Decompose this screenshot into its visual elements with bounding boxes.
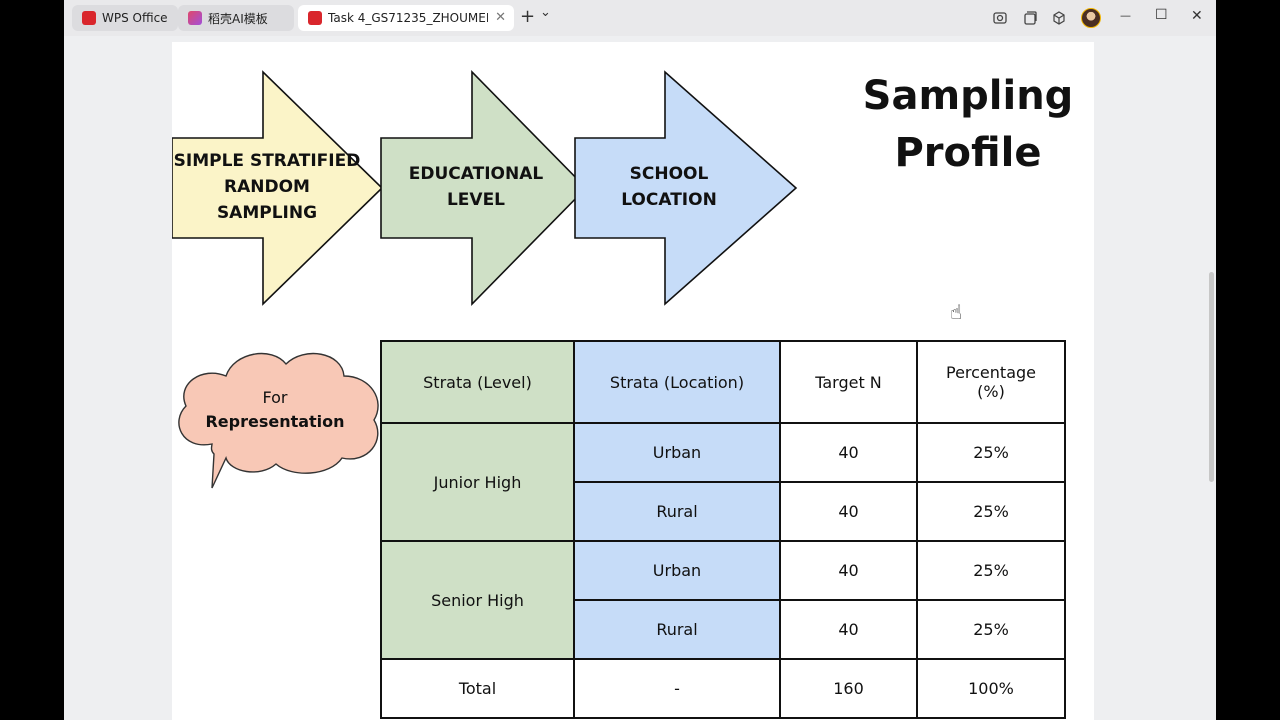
wps-logo-icon xyxy=(82,11,96,25)
arrows-graphic xyxy=(172,70,798,306)
target-n-cell: 40 xyxy=(779,481,918,542)
total-location-cell: - xyxy=(573,658,781,719)
slide-page: SIMPLE STRATIFIED RANDOM SAMPLING EDUCAT… xyxy=(172,42,1094,720)
arrow-label-line: RANDOM xyxy=(224,177,310,197)
slide-title: Sampling Profile xyxy=(848,68,1088,182)
table-row: Rural 40 25% xyxy=(381,599,1066,660)
arrow-label-line: EDUCATIONAL xyxy=(408,164,544,184)
tab-dropdown-icon[interactable]: ⌄ xyxy=(540,5,551,20)
tab-label: Task 4_GS71235_ZHOUMENGZ xyxy=(328,11,488,25)
level-cell: Senior High xyxy=(380,540,575,660)
avatar[interactable] xyxy=(1081,8,1101,28)
location-cell: Rural xyxy=(573,481,781,542)
thought-cloud xyxy=(178,352,379,489)
header-strata-location: Strata (Location) xyxy=(573,340,781,424)
daoke-logo-icon xyxy=(188,11,202,25)
hand-cursor-icon: ☝ xyxy=(950,300,963,324)
percentage-cell: 25% xyxy=(916,481,1066,542)
total-label-cell: Total xyxy=(380,658,575,719)
cube-icon[interactable] xyxy=(1051,10,1067,26)
close-tab-icon[interactable]: ✕ xyxy=(495,10,506,25)
maximize-button[interactable]: ☐ xyxy=(1155,7,1168,23)
tab-document[interactable]: Task 4_GS71235_ZHOUMENGZ ✕ xyxy=(298,5,514,31)
tab-daoke-ai-templates[interactable]: 稻壳AI模板 xyxy=(178,5,294,31)
table-row: Senior High Urban 40 25% xyxy=(380,540,1066,660)
target-n-cell: 40 xyxy=(779,540,918,601)
location-cell: Urban xyxy=(573,540,781,601)
arrow-label-line: LEVEL xyxy=(446,190,506,210)
level-cell: Junior High xyxy=(380,422,575,542)
minimize-button[interactable]: — xyxy=(1120,9,1131,22)
tab-wps-office[interactable]: WPS Office xyxy=(72,5,178,31)
arrow-label-line: SCHOOL xyxy=(629,164,709,184)
window-copy-icon[interactable] xyxy=(1022,10,1038,26)
sampling-table: Strata (Level) Strata (Location) Target … xyxy=(380,340,1066,719)
total-row: Total - 160 100% xyxy=(380,658,1066,719)
close-window-button[interactable]: ✕ xyxy=(1191,8,1203,24)
header-target-n: Target N xyxy=(779,340,918,424)
vertical-scrollbar[interactable] xyxy=(1206,42,1216,720)
screenshot-icon[interactable] xyxy=(992,10,1008,26)
arrow-simple-stratified xyxy=(172,70,384,306)
arrow-label-3: SCHOOL LOCATION xyxy=(592,161,746,213)
scrollbar-thumb[interactable] xyxy=(1209,272,1214,482)
location-cell: Rural xyxy=(573,599,781,660)
wps-doc-icon xyxy=(308,11,322,25)
target-n-cell: 40 xyxy=(779,422,918,483)
arrow-label-1: SIMPLE STRATIFIED RANDOM SAMPLING xyxy=(172,148,362,226)
title-line: Sampling xyxy=(862,73,1074,119)
table-row: Junior High Urban 40 25% xyxy=(380,422,1066,542)
header-percentage: Percentage (%) xyxy=(916,340,1066,424)
cloud-line: For xyxy=(262,388,288,407)
cloud-line: Representation xyxy=(180,410,370,434)
tab-label: WPS Office xyxy=(102,11,168,25)
arrow-educational-level xyxy=(380,70,588,306)
arrow-school-location xyxy=(574,70,798,306)
cloud-line-bold: Representation xyxy=(205,412,345,431)
title-bar: WPS Office 稻壳AI模板 Task 4_GS71235_ZHOUMEN… xyxy=(64,0,1216,36)
arrow-label-line: SIMPLE STRATIFIED xyxy=(173,151,361,171)
location-cell: Urban xyxy=(573,422,781,483)
arrow-label-line: LOCATION xyxy=(621,190,717,210)
target-n-cell: 40 xyxy=(779,599,918,660)
title-line: Profile xyxy=(894,130,1042,176)
percentage-cell: 25% xyxy=(916,422,1066,483)
percentage-cell: 25% xyxy=(916,599,1066,660)
total-n-cell: 160 xyxy=(779,658,918,719)
cloud-label: For Representation xyxy=(180,386,370,434)
header-strata-level: Strata (Level) xyxy=(380,340,575,424)
arrow-label-2: EDUCATIONAL LEVEL xyxy=(388,161,564,213)
percentage-cell: 25% xyxy=(916,540,1066,601)
arrow-label-line: SAMPLING xyxy=(216,203,318,223)
total-percentage-cell: 100% xyxy=(916,658,1066,719)
wps-window: WPS Office 稻壳AI模板 Task 4_GS71235_ZHOUMEN… xyxy=(64,0,1216,720)
table-row: Rural 40 25% xyxy=(381,481,1066,542)
tab-label: 稻壳AI模板 xyxy=(208,11,268,26)
new-tab-button[interactable]: + xyxy=(520,6,536,27)
